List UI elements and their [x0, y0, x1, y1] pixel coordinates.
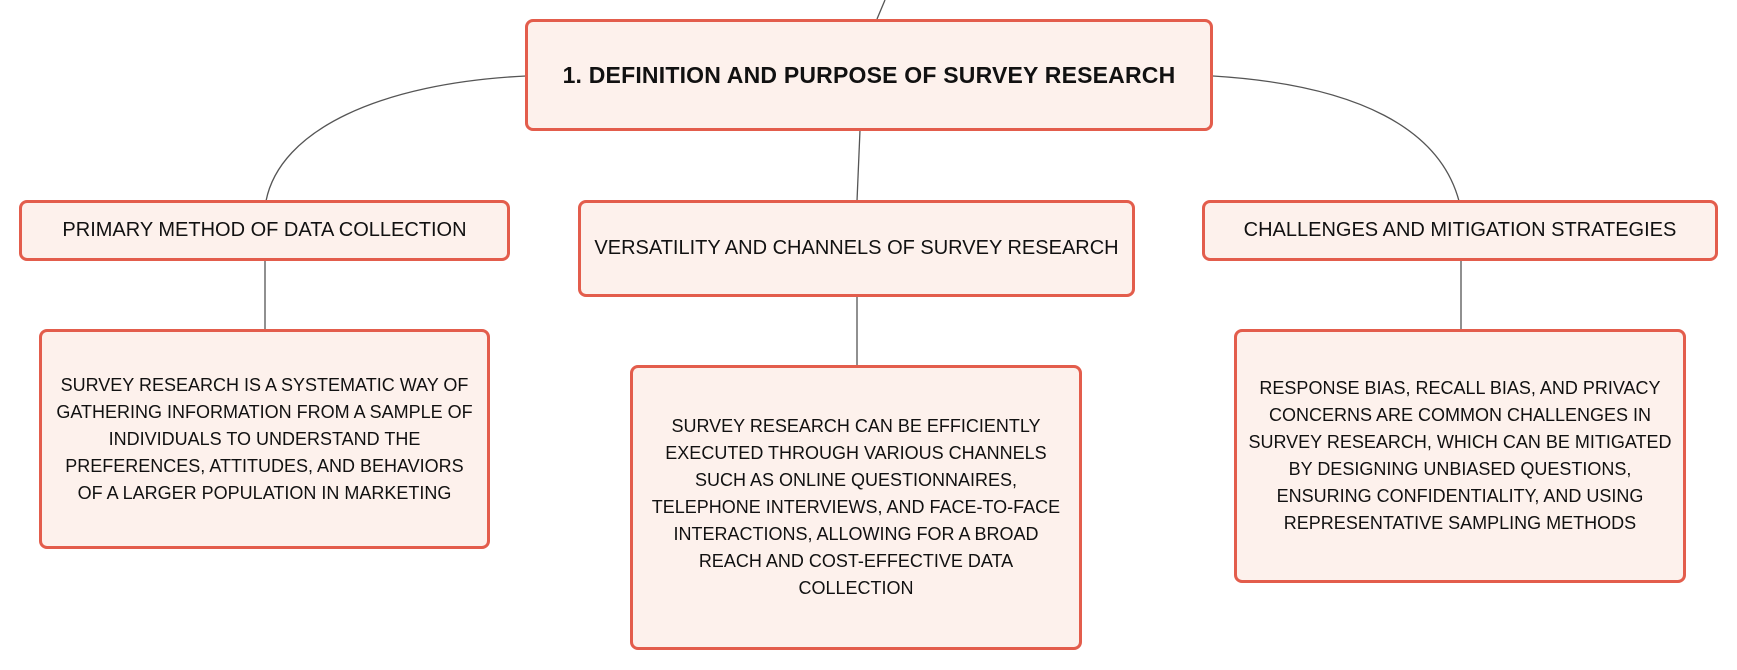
detail-topic-text: SURVEY RESEARCH IS A SYSTEMATIC WAY OF G… — [56, 374, 473, 503]
detail-topic-challenges[interactable]: RESPONSE BIAS, RECALL BIAS, AND PRIVACY … — [1234, 329, 1686, 583]
branch-topic-label: VERSATILITY AND CHANNELS OF SURVEY RESEA… — [594, 237, 1119, 259]
branch-topic-label: CHALLENGES AND MITIGATION STRATEGIES — [1243, 219, 1677, 241]
branch-topic-label: PRIMARY METHOD OF DATA COLLECTION — [62, 219, 467, 241]
detail-topic-versatility[interactable]: SURVEY RESEARCH CAN BE EFFICIENTLY EXECU… — [630, 365, 1082, 650]
root-topic[interactable]: 1. DEFINITION AND PURPOSE OF SURVEY RESE… — [525, 19, 1213, 131]
branch-topic-primary-method[interactable]: PRIMARY METHOD OF DATA COLLECTION — [19, 200, 510, 261]
connector-root-to-branch-1 — [265, 75, 527, 202]
detail-topic-text: RESPONSE BIAS, RECALL BIAS, AND PRIVACY … — [1248, 378, 1672, 533]
branch-topic-versatility[interactable]: VERSATILITY AND CHANNELS OF SURVEY RESEA… — [578, 200, 1135, 297]
connector-root-to-branch-3 — [1212, 75, 1460, 202]
branch-topic-challenges[interactable]: CHALLENGES AND MITIGATION STRATEGIES — [1202, 200, 1718, 261]
connector-parent-stub — [876, 0, 886, 20]
detail-topic-primary-method[interactable]: SURVEY RESEARCH IS A SYSTEMATIC WAY OF G… — [39, 329, 490, 549]
connector-root-to-branch-2 — [856, 129, 861, 202]
detail-topic-text: SURVEY RESEARCH CAN BE EFFICIENTLY EXECU… — [651, 416, 1061, 598]
root-topic-label: 1. DEFINITION AND PURPOSE OF SURVEY RESE… — [562, 61, 1176, 88]
